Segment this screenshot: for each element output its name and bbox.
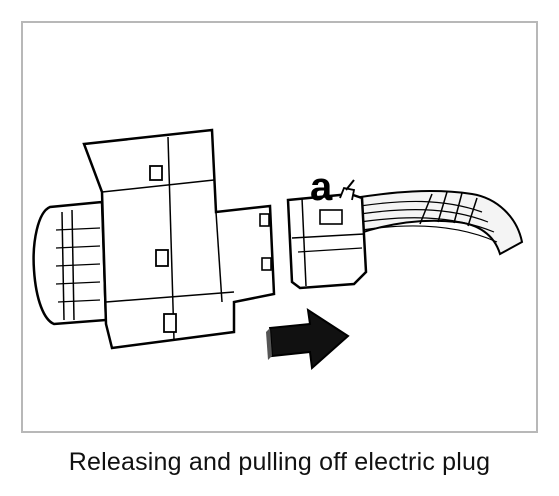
ignition-switch-body-icon <box>82 128 276 350</box>
pull-direction-arrow-icon <box>266 307 350 371</box>
wire-harness-icon <box>352 190 524 256</box>
callout-leader-line <box>345 179 355 191</box>
ignition-switch-barrel <box>32 200 108 326</box>
callout-label-a: a <box>310 165 333 209</box>
figure-caption: Releasing and pulling off electric plug <box>68 448 491 476</box>
figure-frame: a <box>21 21 538 433</box>
electric-plug-icon <box>286 186 368 290</box>
diagram-canvas: a <box>32 128 524 371</box>
